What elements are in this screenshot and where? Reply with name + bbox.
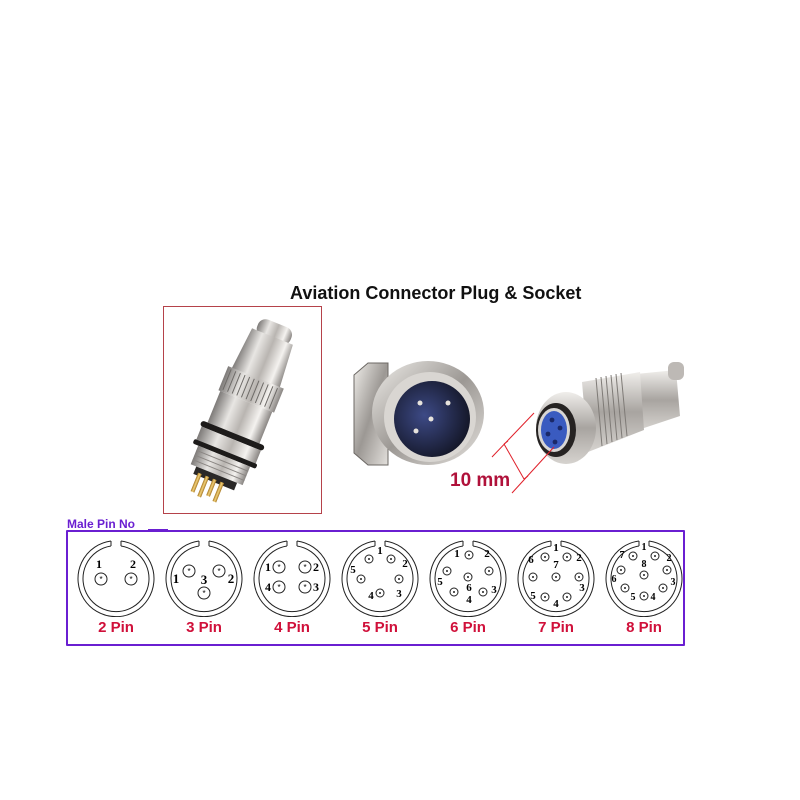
pin-label: 2 Pin [98, 619, 134, 636]
svg-text:*: * [303, 583, 306, 592]
svg-text:1: 1 [553, 542, 559, 554]
measurement-lines [491, 412, 555, 494]
connector-5pin-icon: 1 2 3 4 5 [341, 540, 419, 617]
svg-text:*: * [277, 583, 280, 592]
svg-text:3: 3 [671, 577, 676, 588]
label-underline [148, 529, 168, 530]
pin-label: 4 Pin [274, 619, 310, 636]
svg-text:5: 5 [530, 590, 536, 602]
svg-text:2: 2 [576, 552, 582, 564]
svg-text:2: 2 [667, 553, 672, 564]
svg-text:6: 6 [528, 554, 534, 566]
svg-text:*: * [187, 567, 190, 576]
svg-text:4: 4 [265, 580, 271, 594]
svg-text:1: 1 [642, 542, 647, 553]
svg-text:5: 5 [631, 592, 636, 603]
svg-text:7: 7 [553, 559, 559, 571]
plug-photo-frame [163, 306, 322, 514]
svg-text:1: 1 [377, 545, 383, 557]
svg-text:3: 3 [579, 582, 585, 594]
pin-diagram-5: 1 2 3 4 5 5 Pin [337, 537, 423, 645]
svg-text:2: 2 [228, 571, 235, 586]
svg-text:3: 3 [396, 588, 402, 600]
svg-text:4: 4 [553, 598, 559, 610]
svg-text:1: 1 [173, 571, 180, 586]
svg-text:4: 4 [368, 590, 374, 602]
svg-text:5: 5 [437, 576, 443, 588]
connector-6pin-icon: 1 2 3 4 5 6 [429, 540, 507, 617]
connector-8pin-icon: 1 2 3 4 5 6 7 8 [605, 540, 683, 617]
pin-label: 7 Pin [538, 619, 574, 636]
svg-text:*: * [277, 563, 280, 572]
svg-text:*: * [202, 589, 205, 598]
svg-text:6: 6 [466, 582, 472, 594]
svg-text:2: 2 [130, 557, 136, 571]
pin-section-label: Male Pin No [67, 517, 136, 531]
dimension-label: 10 mm [450, 470, 511, 491]
pin-label: 3 Pin [186, 619, 222, 636]
svg-text:*: * [303, 563, 306, 572]
page-title: Aviation Connector Plug & Socket [290, 283, 582, 303]
pin-diagram-6: 1 2 3 4 5 6 6 Pin [425, 537, 511, 645]
svg-text:2: 2 [313, 560, 319, 574]
svg-text:2: 2 [402, 558, 408, 570]
svg-text:3: 3 [491, 584, 497, 596]
svg-text:*: * [99, 575, 102, 584]
pin-diagram-7: 1 2 3 4 5 6 7 7 Pin [513, 537, 599, 645]
panel-socket-image [353, 361, 484, 466]
svg-text:*: * [217, 567, 220, 576]
pin-diagram-box: * * 1 2 2 Pin * * * 1 2 3 3 Pin * * * [66, 530, 685, 646]
pin-diagram-4: * * * * 1 2 3 4 4 Pin [249, 537, 335, 645]
svg-text:4: 4 [466, 594, 472, 606]
plug-assembled-image [190, 319, 293, 503]
connector-7pin-icon: 1 2 3 4 5 6 7 [517, 540, 595, 617]
pin-diagram-3: * * * 1 2 3 3 Pin [161, 537, 247, 645]
pin-diagram-2: * * 1 2 2 Pin [73, 537, 159, 645]
svg-text:6: 6 [612, 574, 617, 585]
pin-label: 6 Pin [450, 619, 486, 636]
pin-diagram-8: 1 2 3 4 5 6 7 8 8 Pin [601, 537, 687, 645]
connector-4pin-icon: * * * * 1 2 3 4 [253, 540, 331, 617]
pin-label: 5 Pin [362, 619, 398, 636]
pin-label: 8 Pin [626, 619, 662, 636]
svg-text:4: 4 [651, 592, 656, 603]
svg-text:8: 8 [642, 559, 647, 570]
svg-text:3: 3 [201, 572, 208, 587]
svg-text:1: 1 [265, 560, 271, 574]
svg-text:2: 2 [484, 548, 490, 560]
svg-text:1: 1 [96, 557, 102, 571]
svg-text:1: 1 [454, 548, 460, 560]
connector-3pin-icon: * * * 1 2 3 [165, 540, 243, 617]
svg-text:7: 7 [620, 550, 625, 561]
connector-2pin-icon: * * 1 2 [77, 540, 155, 617]
svg-text:*: * [129, 575, 132, 584]
svg-text:5: 5 [350, 564, 356, 576]
female-plug-image [536, 362, 684, 464]
svg-text:3: 3 [313, 580, 319, 594]
